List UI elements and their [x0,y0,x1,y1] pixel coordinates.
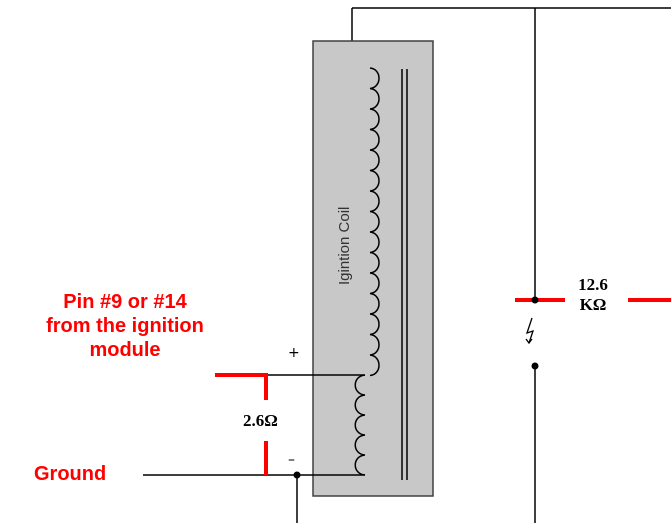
pin-source-line-3: module [89,339,161,361]
junction-dot [531,362,539,370]
secondary-resistance-value: 12.6 [578,275,608,294]
secondary-resistance-unit: KΩ [579,295,607,314]
pin-source-line-1: Pin #9 or #14 [63,291,187,313]
minus-sign-label: – [288,452,295,468]
secondary-wiring [351,7,671,523]
primary-resistance-label: 2.6Ω [243,411,278,430]
coil-core-lines [401,69,408,480]
coil-winding-icon [369,67,380,377]
ignition-coil-body [312,40,434,497]
junction-dot [293,471,301,479]
primary-winding-icon [354,374,366,476]
pin-source-line-2: from the ignition [46,315,204,337]
junction-dot [531,296,539,304]
secondary-resistance-label: 12.6 KΩ [570,275,616,315]
coil-name-label: Igintion Coil [336,206,353,285]
red-measurement-leads [215,298,671,475]
pin-source-label: Pin #9 or #14 from the ignition module [0,290,250,362]
plus-sign-label: + [288,345,300,361]
lightning-bolt-icon [525,317,535,345]
primary-wiring [143,374,365,523]
ground-label: Ground [34,463,107,485]
